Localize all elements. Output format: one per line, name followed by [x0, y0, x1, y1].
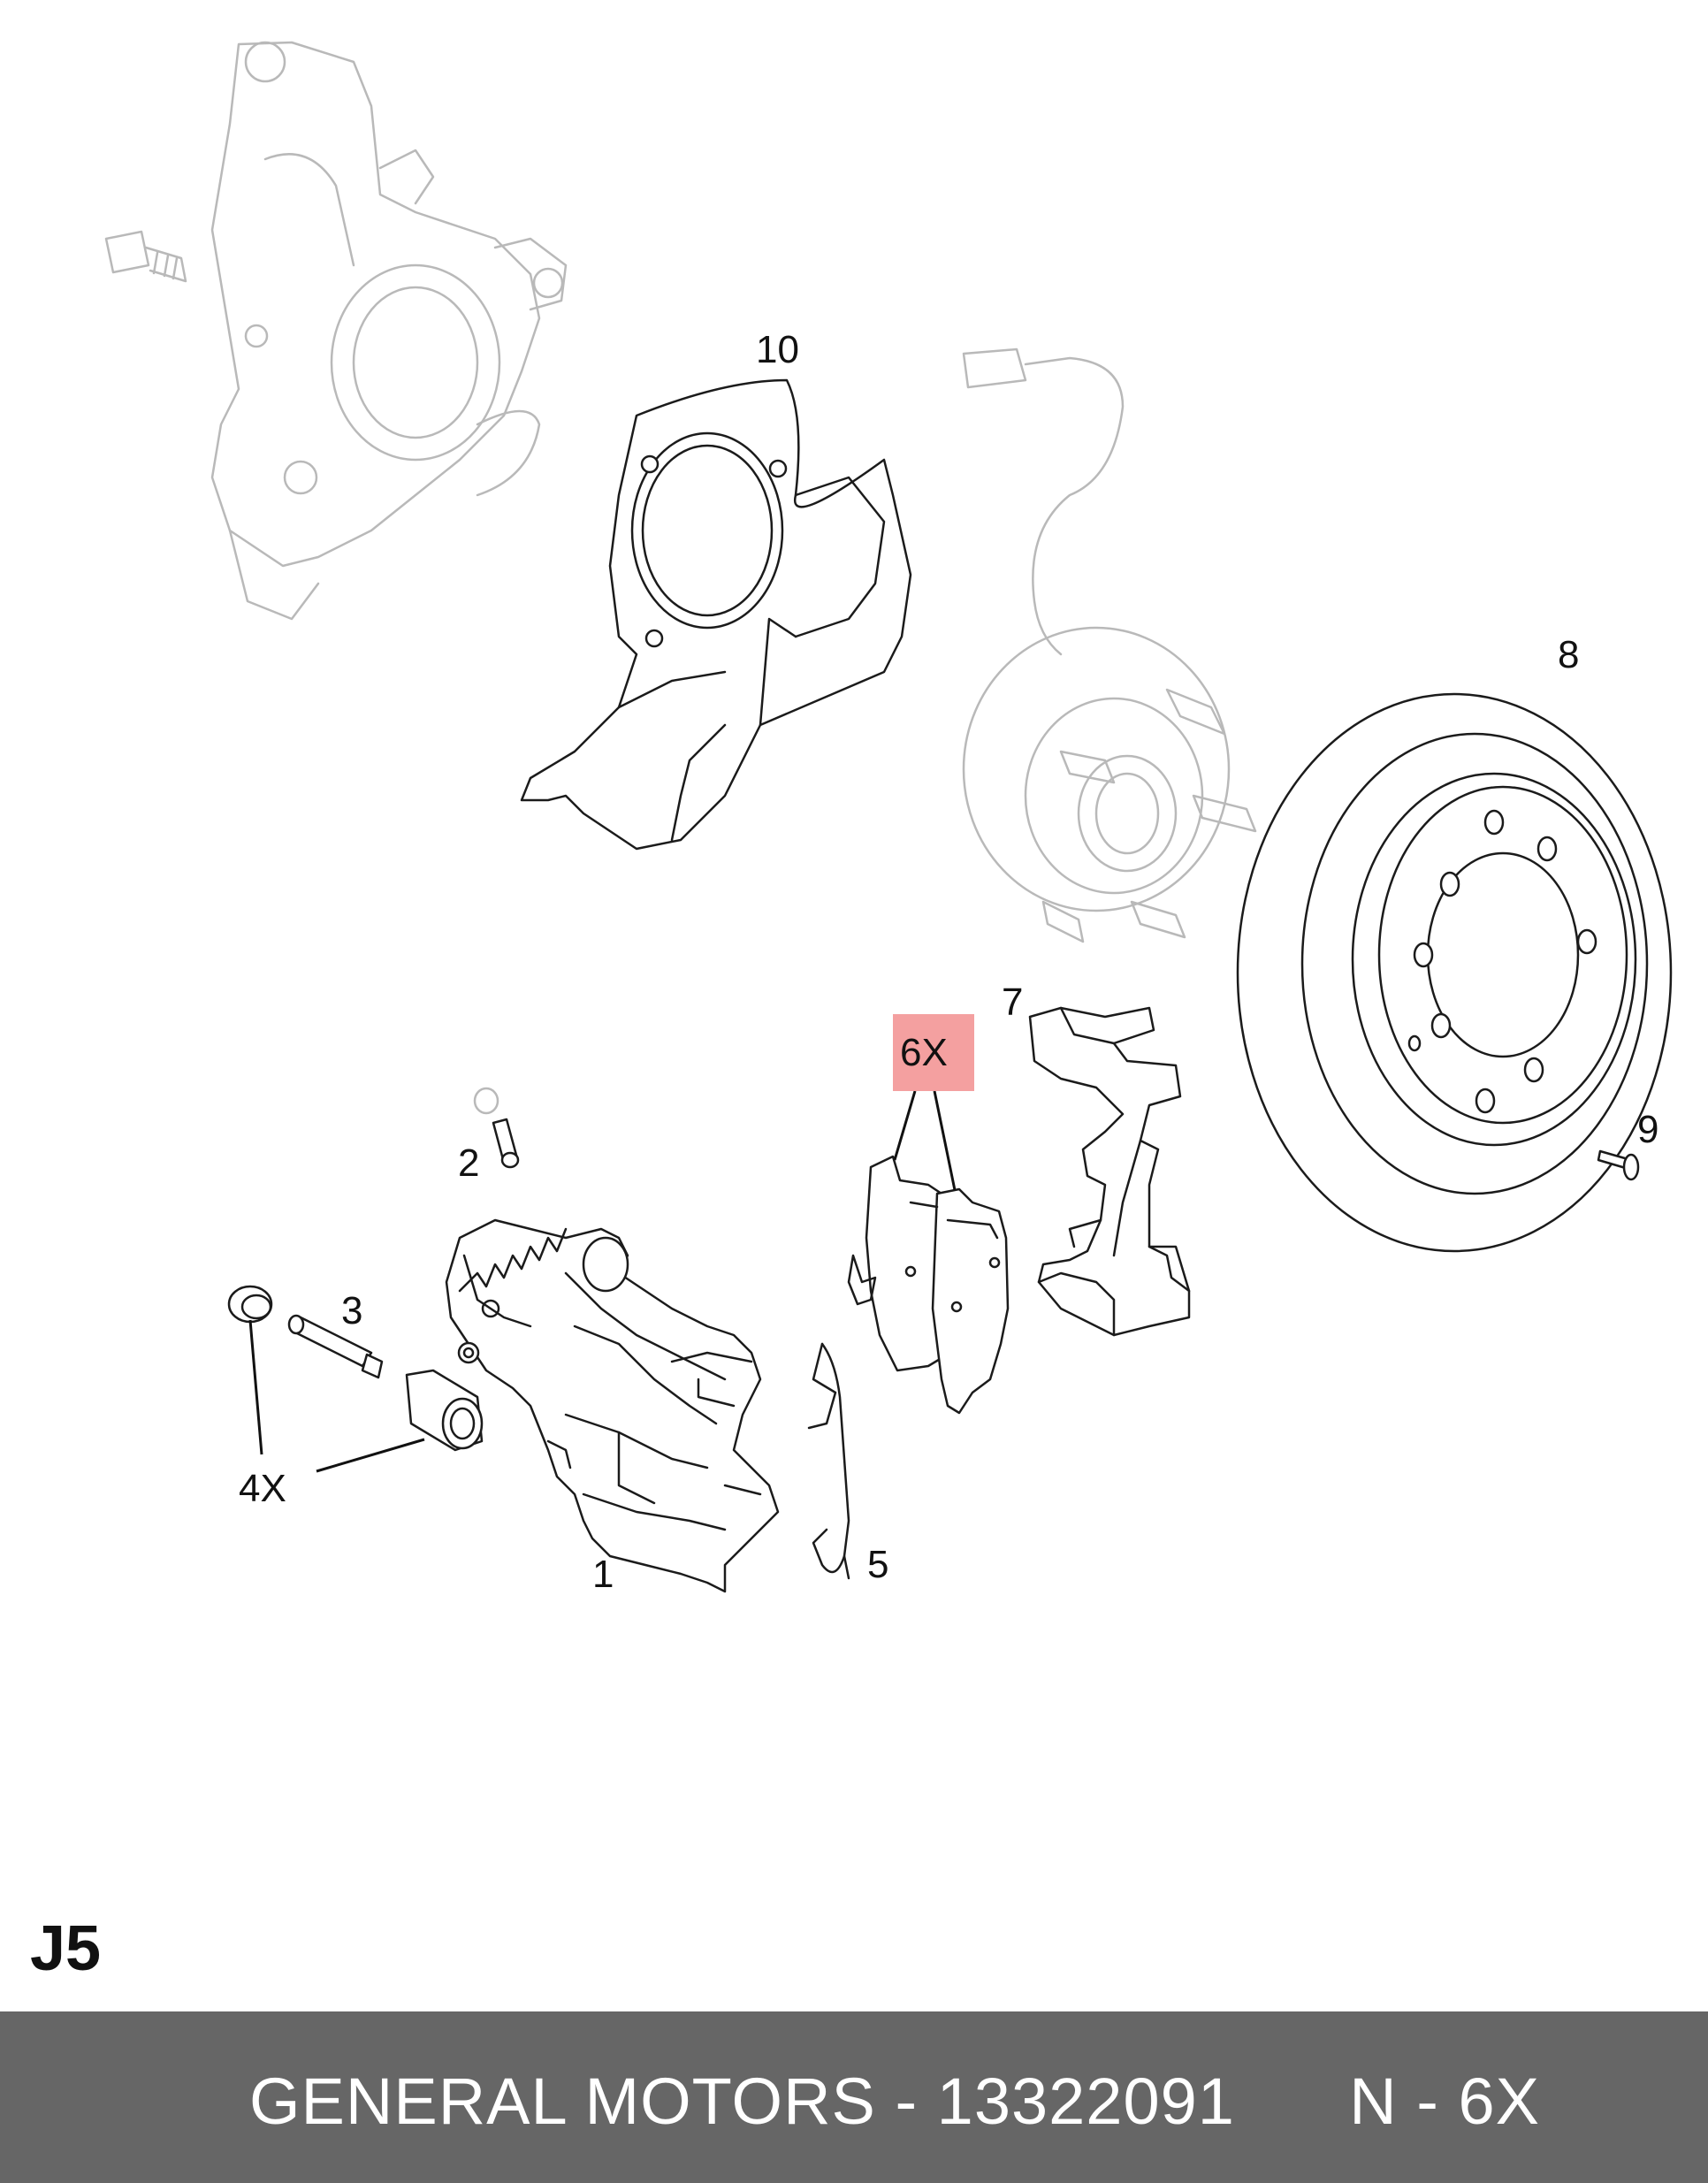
steering-knuckle-part: [210, 41, 568, 621]
callout-5: 5: [867, 1543, 888, 1586]
leader-4x-b: [316, 1438, 425, 1473]
footer-part-info: GENERAL MOTORS - 13322091 N - 6X: [249, 2065, 1540, 2138]
footer-bar: [0, 2011, 1708, 2183]
knuckle-bolt-part: [104, 230, 187, 283]
caliper-carrier-part: [1028, 1006, 1191, 1337]
callout-2: 2: [458, 1141, 479, 1185]
spring-clip-part: [807, 1342, 850, 1580]
page-code: J5: [30, 1913, 102, 1984]
dust-shield-part: [520, 378, 912, 851]
callout-8: 8: [1558, 633, 1579, 676]
leader-6x-b: [933, 1090, 957, 1191]
disc-screw-part: [1597, 1149, 1640, 1181]
callout-6x: 6X: [900, 1031, 948, 1074]
brake-disc-part: [1236, 692, 1673, 1253]
leader-6x-a: [893, 1090, 917, 1161]
callout-highlight: [893, 1014, 974, 1091]
brake-pads-part: [847, 1155, 1010, 1415]
exploded-brake-diagram: 1 2 3 4X 5 6X 7 8 9 10: [104, 41, 1673, 1596]
callout-3: 3: [341, 1289, 362, 1332]
guide-bushings-part: [227, 1285, 484, 1452]
brake-caliper-part: [445, 1218, 780, 1593]
leader-4x-a: [248, 1319, 263, 1455]
bleeder-screw-part: [473, 1087, 520, 1169]
callout-1: 1: [592, 1553, 614, 1596]
wheel-hub-part: [962, 347, 1257, 943]
callout-4x: 4X: [239, 1467, 286, 1510]
callout-10: 10: [756, 328, 799, 371]
guide-pin-part: [287, 1314, 384, 1379]
callout-7: 7: [1002, 981, 1023, 1024]
callout-9: 9: [1637, 1108, 1658, 1151]
